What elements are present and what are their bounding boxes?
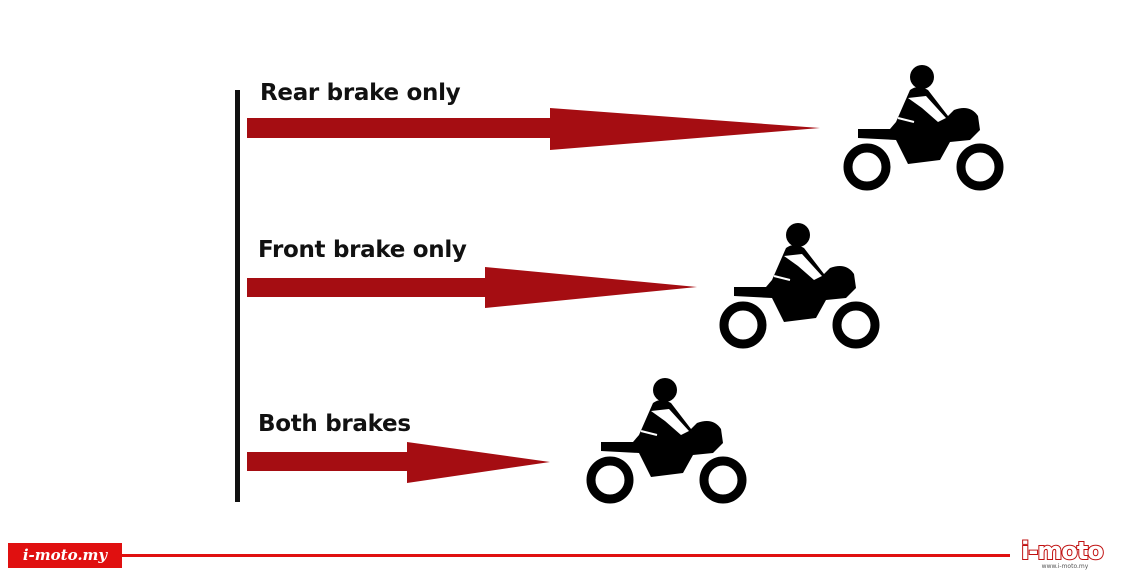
arrow-front-brake [247, 267, 697, 308]
motorcycle-icon [591, 378, 742, 499]
imoto-logo-left: i-moto.my [8, 543, 122, 568]
arrow-rear-brake [247, 108, 820, 150]
imoto-url: www.i-moto.my [1041, 563, 1089, 570]
imoto-logo-right: i-moto [1020, 537, 1105, 565]
footer-divider [120, 554, 1010, 557]
label-rear-brake: Rear brake only [260, 80, 461, 106]
start-line [235, 90, 240, 502]
motorcycle-icon [724, 223, 875, 344]
motorcycle-icon [848, 65, 999, 186]
label-both-brakes: Both brakes [258, 411, 411, 437]
arrow-both-brakes [247, 442, 550, 483]
label-front-brake: Front brake only [258, 237, 467, 263]
